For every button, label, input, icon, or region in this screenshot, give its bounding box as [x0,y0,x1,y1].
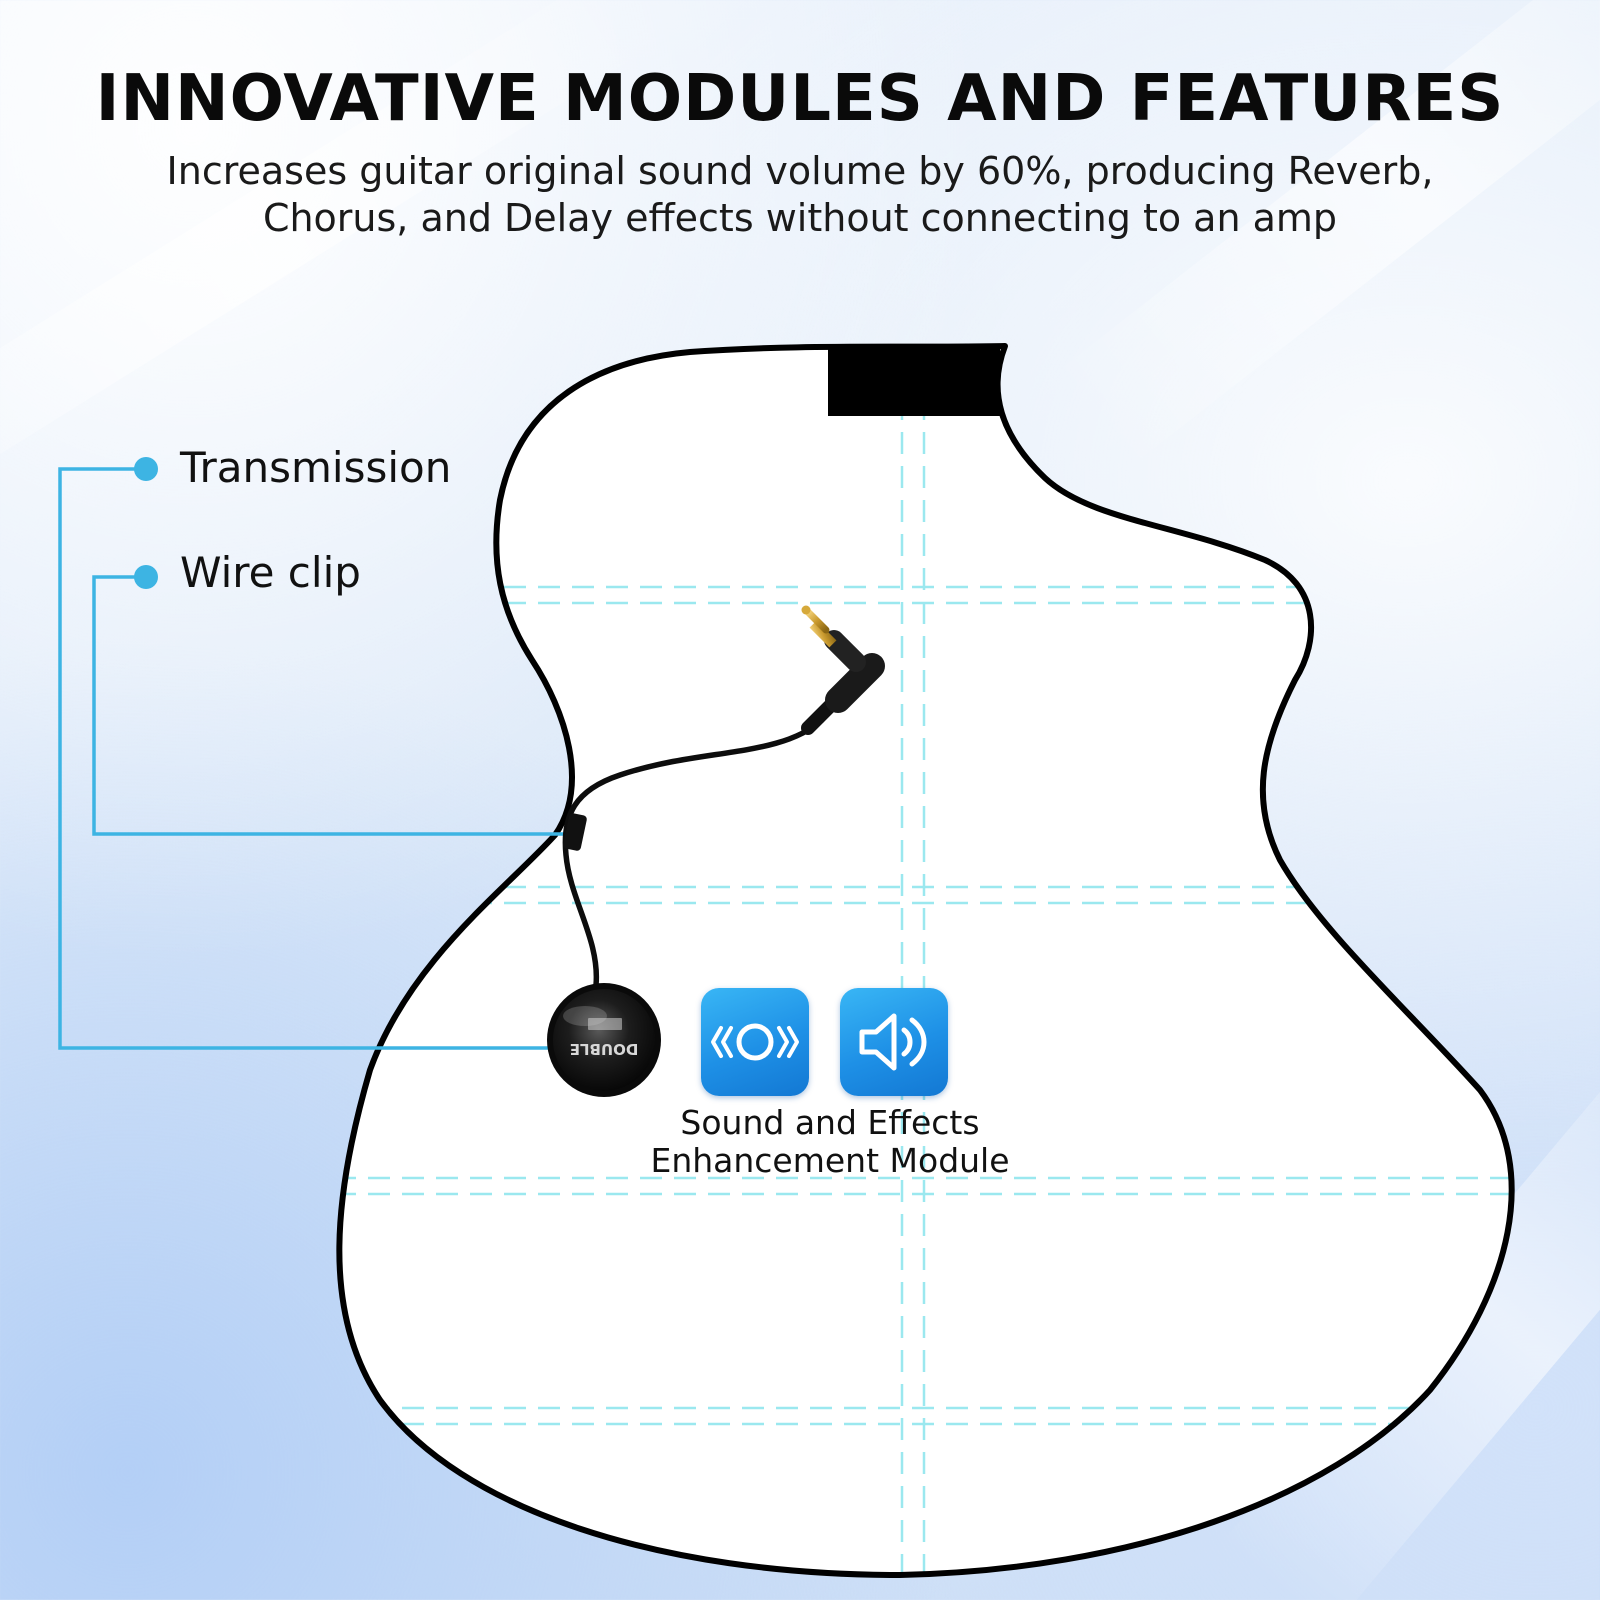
module-caption-line: Enhancement Module [650,1141,1010,1180]
callout-lines [58,467,566,1050]
pickup-transducer: DOUBLE [547,983,661,1097]
guide-grid [339,346,1512,1575]
module-caption-line: Sound and Effects [680,1103,980,1142]
wire-clip-bullet [134,565,158,589]
callout-label-transmission: Transmission [180,443,452,492]
pickup-brand-text: DOUBLE [570,1040,639,1058]
page-title: INNOVATIVE MODULES AND FEATURES [95,62,1505,136]
sound-waves-icon [701,988,809,1096]
guitar-body [339,346,1512,1575]
transmission-bullet [134,457,158,481]
wire-clip-connector [92,575,566,836]
pickup-cable [562,717,825,988]
jack-plug [801,605,885,735]
subtitle-line: Chorus, and Delay effects without connec… [262,196,1338,240]
module-caption: Sound and Effects Enhancement Module [600,1104,1060,1180]
wire-clip [563,813,587,851]
guitar-outline [336,343,1515,1578]
subtitle-line: Increases guitar original sound volume b… [166,149,1434,193]
page-subtitle: Increases guitar original sound volume b… [60,148,1540,242]
speaker-volume-icon [840,988,948,1096]
transmission-connector [58,467,560,1050]
callout-label-wire-clip: Wire clip [180,548,361,597]
guitar-neck-block [828,344,1000,416]
